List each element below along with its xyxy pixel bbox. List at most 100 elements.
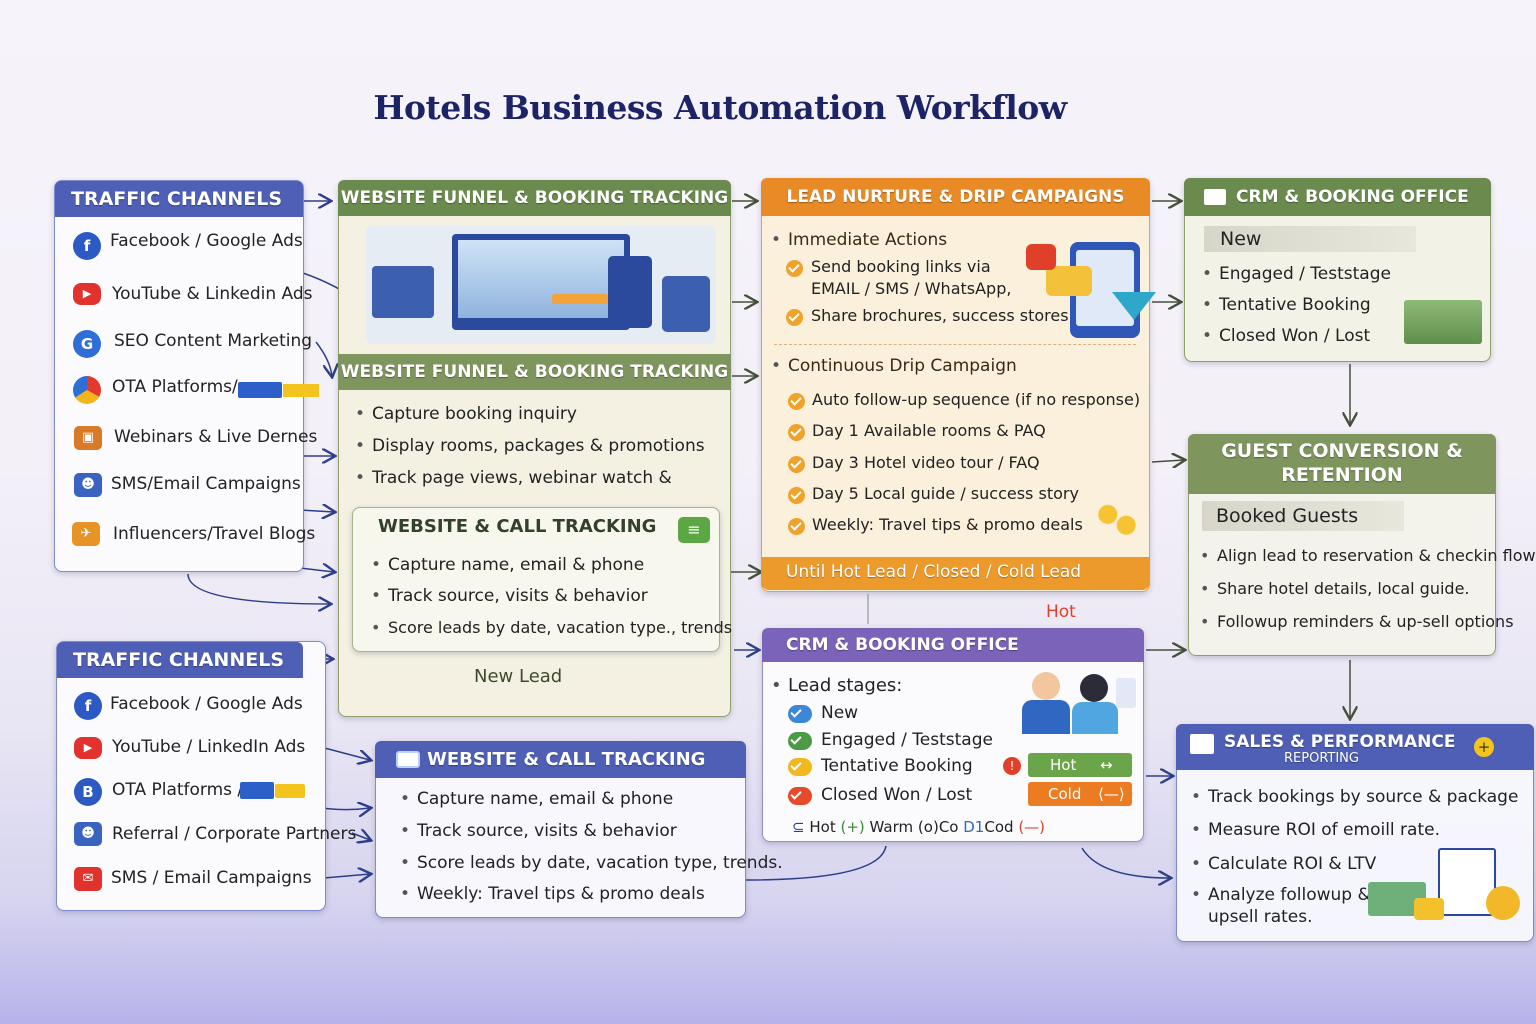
guest-item: Share hotel details, local guide. [1200,579,1469,598]
chart-icon [1190,734,1214,754]
legend-minus: (—) [1018,818,1046,836]
sales-item: Calculate ROI & LTV [1191,854,1376,874]
card-icon [396,751,420,768]
traffic-channels-header: TRAFFIC CHANNELS [57,642,303,678]
check-icon [788,518,805,535]
hot-badge: Hot ↔ [1028,753,1132,777]
crm-stage: Engaged / Teststage [1202,264,1391,284]
arrow-sms2 [323,874,370,878]
sales-item: Measure ROI of emoill rate. [1191,820,1440,840]
traffic-channels-bottom: TRAFFIC CHANNELS [56,641,326,911]
crm-mid-header: CRM & BOOKING OFFICE [762,628,1144,662]
page-title: Hotels Business Automation Workflow [373,88,1067,127]
hot-badge-symbol: ↔ [1100,756,1113,774]
booking-icon: B [74,778,102,806]
mail-icon [1204,189,1226,205]
channel-label: Facebook / Google Ads [110,694,303,714]
crm-stage: Closed Won / Lost [1202,326,1370,346]
channel-label: OTA Platforms / [112,780,244,800]
crm-mid-stage: New [821,703,859,723]
crm-top-title: CRM & BOOKING OFFICE [1236,187,1469,207]
nurture-footer [761,557,1150,590]
immediate-item: Send booking links via [811,257,991,276]
funnel-header-2: WEBSITE FUNNEL & BOOKING TRACKING [338,354,731,390]
alert-icon: ! [1003,757,1021,775]
legend-hot: Hot [809,818,836,836]
call-tracking-title: WEBSITE & CALL TRACKING [427,749,706,770]
drip-label: Continuous Drip Campaign [771,356,1017,376]
channel-label: Referral / Corporate Partners [112,824,357,844]
arrow-influencer [299,568,334,572]
hot-badge-label: Hot [1050,756,1077,774]
check-icon [788,456,805,473]
call-tracking-item: Capture name, email & phone [400,789,673,809]
crm-booking-mid [762,628,1144,842]
sales-title: SALES & PERFORMANCE [1224,732,1456,752]
sales-subtitle: REPORTING [1284,751,1359,766]
guest-item: Followup reminders & up-sell options [1200,612,1514,631]
stage-check-icon [788,758,812,776]
arrow-seo [315,341,332,376]
inner-tracking-header: WEBSITE & CALL TRACKING [378,516,657,537]
drip-item: Weekly: Travel tips & promo deals [812,515,1083,534]
hot-label: Hot [1046,602,1076,622]
traffic-channels-header: TRAFFIC CHANNELS [55,181,303,217]
channel-label: Facebook / Google Ads [110,231,303,251]
check-icon [788,393,805,410]
guest-title: GUEST CONVERSION & RETENTION [1221,440,1463,486]
crm-stage-new: New [1220,228,1262,250]
immediate-actions-label: Immediate Actions [771,230,947,250]
new-lead-label: New Lead [474,666,563,687]
cold-badge-symbol: ⟨—⟩ [1098,785,1125,803]
funnel-item: Track page views, webinar watch & [355,468,672,488]
arrow-curve-bottom [187,573,330,604]
nurture-footer-text: Until Hot Lead / Closed / Cold Lead [786,562,1082,582]
seo-icon: G [73,330,101,358]
stage-check-icon [788,705,812,723]
channel-label: YouTube / LinkedIn Ads [112,737,306,757]
drip-item: Day 1 Available rooms & PAQ [812,421,1046,440]
funnel-header: WEBSITE FUNNEL & BOOKING TRACKING [338,180,731,216]
chat-icon: ≡ [678,517,710,543]
tracking-item: Capture name, email & phone [371,555,644,575]
ota-logo2-icon [275,784,305,798]
stage-check-icon [788,787,812,805]
ota-logo2-icon [283,384,319,397]
drip-item: Day 3 Hotel video tour / FAQ [812,453,1040,472]
legend-plus: (+) [840,818,865,836]
booked-guests-bar [1202,501,1404,531]
ota-logo-icon [240,782,274,799]
cold-badge-label: Cold [1048,785,1082,803]
laptop-icon [372,266,434,318]
referral-icon: ☻ [74,822,102,846]
check-icon [786,260,803,277]
staff-illustration [1016,668,1138,734]
legend-prefix: ⊆ [792,818,805,836]
tracking-item: Track source, visits & behavior [371,586,648,606]
drip-item: Day 5 Local guide / success story [812,484,1079,503]
arrow-nurture-to-guest [1151,460,1184,462]
legend-cod: Cod [984,818,1014,836]
crm-top-header: CRM & BOOKING OFFICE [1184,178,1491,216]
crm-mid-stage: Tentative Booking [821,756,973,776]
lead-stages-label: Lead stages: [771,675,902,696]
nurture-header: LEAD NURTURE & DRIP CAMPAIGNS [761,178,1150,216]
booked-guests-label: Booked Guests [1216,505,1359,527]
sales-item: Analyze followup & [1191,885,1371,905]
users-icon: ☻ [74,473,102,497]
ota-icon [73,376,101,404]
sales-item: Track bookings by source & package [1191,787,1518,807]
funnel-item: Display rooms, packages & promotions [355,436,705,456]
guest-item: Align lead to reservation & checkin flow [1200,546,1536,565]
call-tracking-item: Track source, visits & behavior [400,821,677,841]
funnel-icon [1112,292,1156,320]
arrow-sms [299,510,334,512]
call-tracking-header: WEBSITE & CALL TRACKING [375,741,746,778]
crm-mid-stage: Closed Won / Lost [821,785,973,805]
channel-label: OTA Platforms/ [112,377,238,397]
sms-icon: ✉ [74,867,102,891]
channel-label: SMS / Email Campaigns [111,868,312,888]
immediate-item: Share brochures, success stores [811,306,1069,325]
ota-logo-icon [238,382,282,398]
devices-illustration [366,226,716,344]
